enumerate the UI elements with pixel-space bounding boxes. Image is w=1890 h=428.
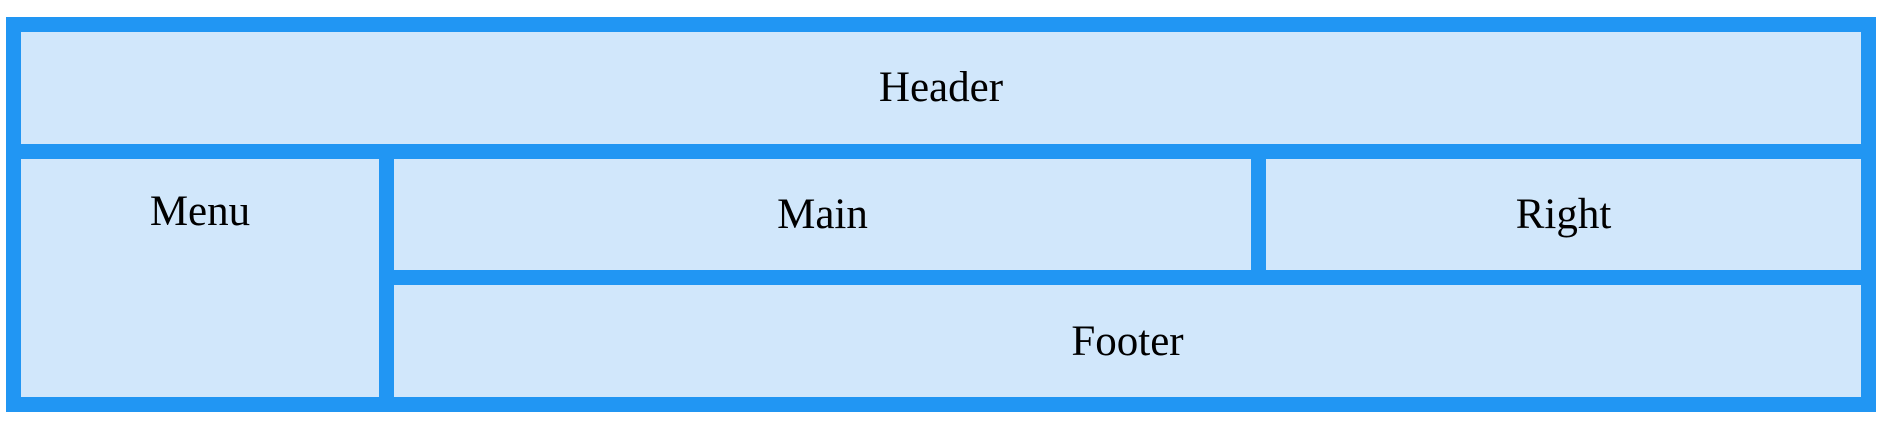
right-cell: Right <box>1266 158 1861 271</box>
menu-cell: Menu <box>21 158 379 397</box>
grid-container: Header Menu Main Right Footer <box>6 17 1876 412</box>
header-cell: Header <box>21 32 1861 144</box>
footer-cell: Footer <box>394 285 1861 397</box>
main-cell: Main <box>394 158 1251 271</box>
